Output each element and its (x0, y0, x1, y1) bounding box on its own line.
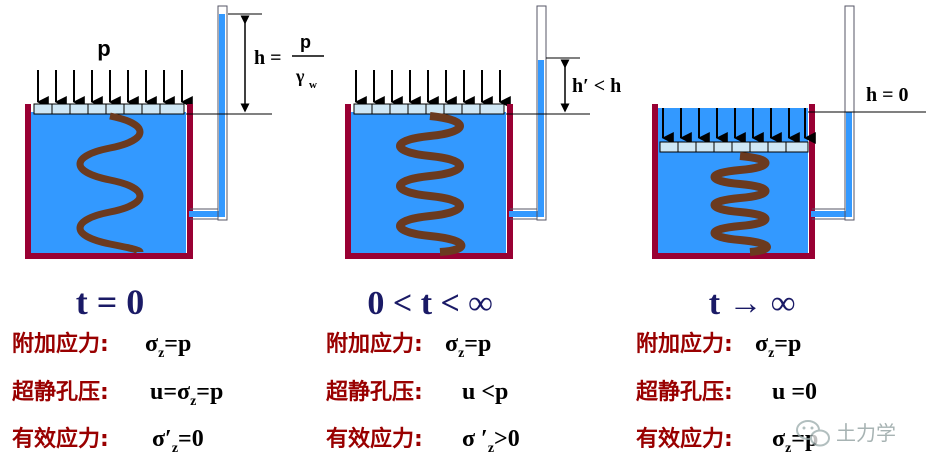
standpipe-water (189, 14, 225, 217)
head-label-main: h = (254, 47, 282, 69)
row-value: σz=p (145, 331, 191, 361)
load-label: p (97, 36, 110, 61)
load-arrows-icon (661, 108, 816, 144)
row-value: u=σz=p (150, 379, 223, 409)
tank-wall (25, 104, 193, 259)
row-label: 附加应力: (12, 331, 109, 357)
row-label: 超静孔压: (326, 379, 423, 405)
row-value: σz=p (755, 331, 801, 361)
watermark-text: 土力学 (836, 421, 896, 445)
row-value: σ′z=0 (152, 426, 204, 456)
wechat-icon (796, 420, 830, 447)
panel-2: h′ < h 0 < t < ∞ 附加应力: σz=p 超静孔压: u <p 有… (326, 5, 621, 456)
tank-water (28, 112, 186, 254)
piston (33, 103, 185, 115)
row-label: 有效应力: (636, 426, 733, 452)
row-value: σz=p (445, 331, 491, 361)
row-value: σ ′z>0 (462, 426, 520, 456)
standpipe-tube (217, 5, 228, 221)
watermark: 土力学 (796, 420, 896, 447)
row-label: 附加应力: (326, 331, 423, 357)
stress-rows: 附加应力: σz=p 超静孔压: u =0 有效应力: σz=p (636, 331, 818, 456)
spring (76, 112, 144, 255)
head-label-den-sub: w (309, 79, 317, 91)
head-label-num: p (300, 32, 311, 52)
panel-1: p (12, 5, 324, 456)
standpipe-tube (536, 5, 547, 221)
spring (396, 112, 466, 256)
load-arrows-icon (354, 70, 511, 108)
head-label-main: h = 0 (866, 84, 909, 106)
time-label: 0 < t < ∞ (367, 285, 492, 322)
standpipe-tube (844, 5, 855, 221)
time-label: t = 0 (76, 282, 145, 322)
row-label: 有效应力: (326, 426, 423, 452)
stress-rows: 附加应力: σz=p 超静孔压: u=σz=p 有效应力: σ′z=0 (12, 331, 223, 456)
row-label: 超静孔压: (12, 379, 109, 405)
tank-wall (345, 104, 513, 259)
head-label-den: γ (295, 66, 305, 86)
row-label: 附加应力: (636, 331, 733, 357)
row-value: u <p (462, 379, 508, 405)
panel-3: h = 0 t → ∞ 附加应力: σz=p 超静孔压: u =0 有效应力: … (636, 5, 926, 456)
stress-rows: 附加应力: σz=p 超静孔压: u <p 有效应力: σ ′z>0 (326, 331, 520, 456)
row-label: 超静孔压: (636, 379, 733, 405)
piston (353, 103, 505, 115)
time-label: t → ∞ (709, 285, 796, 322)
spring (710, 152, 771, 256)
standpipe-water (509, 60, 544, 217)
load-arrows-icon (36, 70, 193, 108)
head-label-main: h′ < h (572, 75, 621, 97)
tank-wall (652, 104, 815, 259)
piston (659, 141, 809, 153)
standpipe-water (811, 112, 852, 217)
row-label: 有效应力: (12, 426, 109, 452)
row-value: u =0 (772, 379, 817, 405)
